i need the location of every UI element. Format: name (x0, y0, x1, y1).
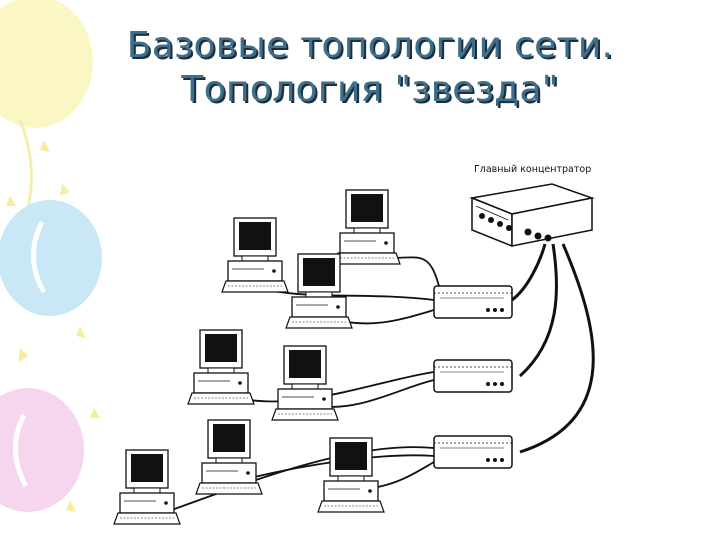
workstation-2 (221, 217, 289, 293)
slide-title: Базовые топологии сети. Топология "звезд… (30, 24, 710, 112)
hub-1 (433, 285, 513, 319)
title-line-2: Топология "звезда" (181, 69, 559, 110)
pink-balloon-icon (0, 388, 84, 512)
main-hub-label: Главный концентратор (474, 164, 591, 175)
workstation-8 (113, 449, 181, 525)
main-hub (469, 183, 595, 248)
blue-balloon-icon (0, 200, 102, 316)
hub-3 (433, 435, 513, 469)
backbone-cables (511, 243, 595, 454)
workstation-3 (285, 253, 353, 329)
workstation-5 (271, 345, 339, 421)
hub-2 (433, 359, 513, 393)
title-line-1: Базовые топологии сети. (126, 25, 614, 66)
workstation-4 (187, 329, 255, 405)
workstation-cables (165, 256, 441, 513)
workstation-6 (195, 419, 263, 495)
confetti-icon (6, 140, 100, 512)
workstation-1 (333, 189, 401, 265)
